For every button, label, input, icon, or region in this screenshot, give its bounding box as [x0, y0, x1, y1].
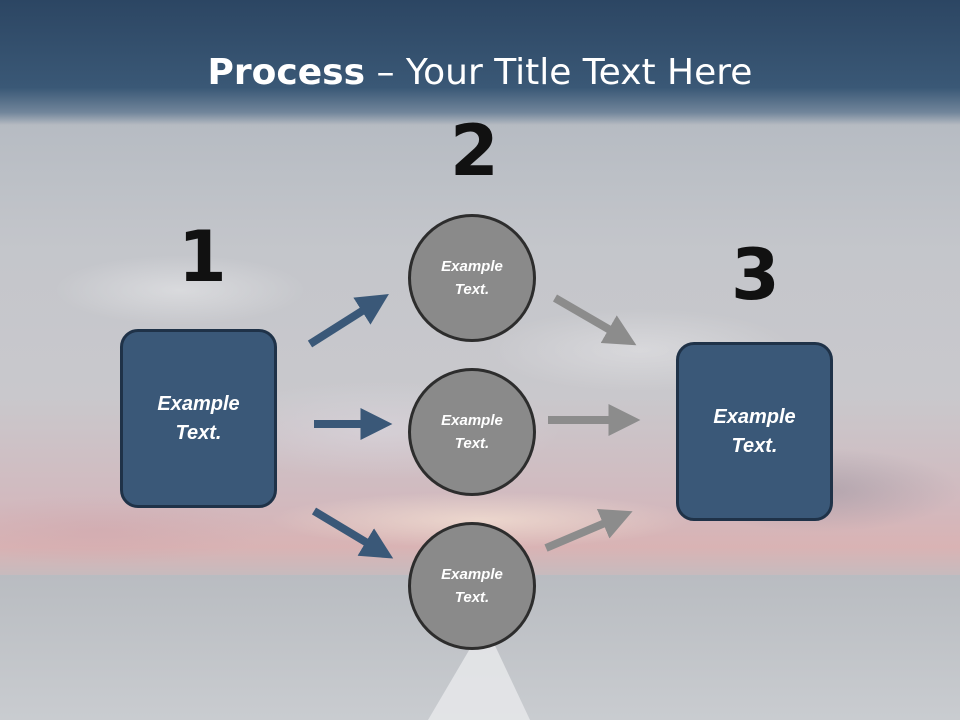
step-1-label: Example Text. — [157, 392, 240, 444]
road-center-line — [428, 635, 530, 720]
step-1-box: Example Text. — [120, 329, 277, 508]
step-3-label: Example Text. — [713, 405, 796, 457]
arrow-gray-up — [544, 509, 633, 552]
title-rest: – Your Title Text Here — [365, 52, 753, 93]
arrow-blue-up — [307, 294, 389, 348]
step-3-box: Example Text. — [676, 342, 833, 521]
title-bar — [0, 0, 960, 125]
step-2-circle-top: Example Text. — [408, 214, 536, 342]
step-2-circle-middle: Example Text. — [408, 368, 536, 496]
step-number-2: 2 — [450, 110, 499, 192]
arrow-blue-down — [311, 507, 394, 559]
step-2-circle-top-label: Example Text. — [441, 258, 503, 298]
title-bold: Process — [207, 52, 366, 93]
step-2-circle-bottom-label: Example Text. — [441, 566, 503, 606]
step-2-circle-bottom: Example Text. — [408, 522, 536, 650]
step-number-3: 3 — [731, 234, 780, 316]
step-2-circle-middle-label: Example Text. — [441, 412, 503, 452]
slide-title: Process – Your Title Text Here — [0, 52, 960, 93]
step-number-1: 1 — [178, 216, 227, 298]
arrow-gray-down — [552, 294, 637, 346]
